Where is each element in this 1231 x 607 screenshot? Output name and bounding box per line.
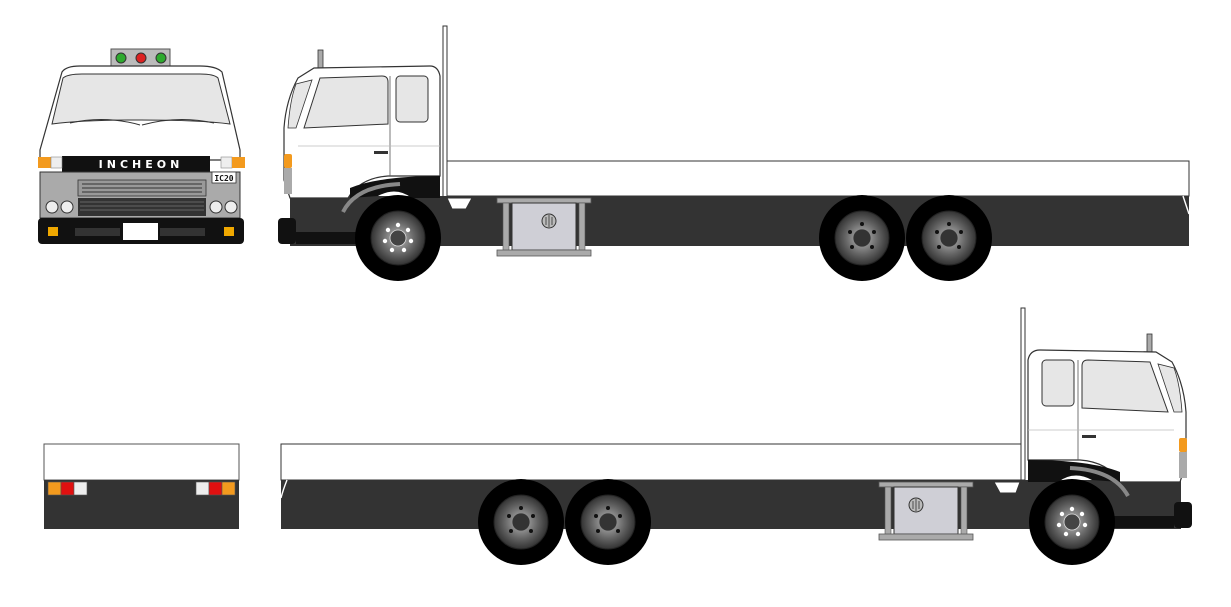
headlamp-left-inner xyxy=(60,200,74,214)
side-fender-highlight-left xyxy=(1069,466,1130,498)
fuel-tank-strap-left-a xyxy=(884,486,892,537)
side-step xyxy=(446,197,473,210)
rear-lamp-right-orange xyxy=(221,481,236,496)
exhaust-stack-left xyxy=(1146,333,1153,353)
exhaust-stack xyxy=(317,49,324,69)
front-lower-grille xyxy=(78,198,206,216)
rear-view-icon xyxy=(43,443,240,529)
rear-lamp-left-red xyxy=(60,481,75,496)
roof-lamp-right xyxy=(155,52,167,64)
front-plate xyxy=(123,223,158,240)
fuel-tank-strap-left xyxy=(502,202,510,253)
front-wheel-left-side xyxy=(1029,479,1115,565)
front-lower-slats xyxy=(80,201,204,211)
front-windshield xyxy=(51,73,231,125)
rear-wheel-1-right-side xyxy=(819,195,905,281)
rear-wheel-2-left-side xyxy=(565,479,651,565)
deck-rear-edge xyxy=(1182,195,1190,215)
side-windshield xyxy=(287,79,313,129)
side-windshield-left xyxy=(1157,363,1183,413)
front-view-icon: INCHEON IC20 xyxy=(38,48,245,244)
rear-lamp-right-white xyxy=(195,481,210,496)
front-indicator-right xyxy=(232,157,245,168)
headlamp-right-inner xyxy=(209,200,223,214)
front-bumper-vent xyxy=(75,228,120,236)
fuel-tank-base-left xyxy=(878,533,974,541)
fuel-tank-strap-right xyxy=(578,202,586,253)
side-door-window-left xyxy=(1081,359,1169,413)
front-fog-right xyxy=(224,227,234,236)
brand-badge: INCHEON xyxy=(99,158,184,171)
side-step-left xyxy=(993,481,1021,494)
fuel-tank-frame-left xyxy=(878,481,974,488)
side-door-handle xyxy=(374,151,388,154)
side-front-bumper-left xyxy=(1174,502,1192,528)
headboard-post-left xyxy=(1020,307,1026,481)
side-door-window xyxy=(303,75,389,129)
front-side-lamp-right xyxy=(220,156,233,169)
front-indicator-left xyxy=(38,157,51,168)
rear-body-upper xyxy=(43,443,240,481)
fuel-tank-strap-left-b xyxy=(960,486,968,537)
headlamp-right-outer xyxy=(224,200,238,214)
side-rear-window xyxy=(395,75,429,123)
fuel-tank-frame xyxy=(496,197,592,204)
left-side-view-icon xyxy=(280,307,1192,565)
front-wipers xyxy=(69,118,215,126)
headboard-post xyxy=(442,25,448,199)
side-cab-lower-left xyxy=(1028,460,1120,482)
side-fender-highlight xyxy=(341,182,401,213)
rear-lamp-right-red xyxy=(208,481,223,496)
front-grille-slats xyxy=(82,183,202,193)
side-front-bumper xyxy=(278,218,296,244)
side-grille-edge-left xyxy=(1179,452,1187,478)
side-door-handle-left xyxy=(1082,435,1096,438)
front-fog-left xyxy=(48,227,58,236)
front-wheel-right-side xyxy=(355,195,441,281)
front-brand-strip xyxy=(62,156,210,172)
side-cab-lower xyxy=(350,176,440,198)
side-bumper-step xyxy=(296,232,356,244)
rear-wheel-1-left-side xyxy=(478,479,564,565)
fuel-tank-base xyxy=(496,249,592,257)
model-badge-plate xyxy=(211,171,237,184)
side-grille-edge xyxy=(284,168,292,194)
rear-lamp-left-orange xyxy=(47,481,62,496)
side-bumper-step-left xyxy=(1114,516,1174,528)
fuel-tank-left xyxy=(893,486,959,535)
front-side-lamp-left xyxy=(50,156,63,169)
side-rear-window-left xyxy=(1041,359,1075,407)
side-front-indicator-left xyxy=(1179,438,1187,452)
flatbed-deck xyxy=(446,160,1190,197)
front-bumper-vent-2 xyxy=(160,228,205,236)
flatbed-deck-left xyxy=(280,443,1022,481)
right-side-view-icon xyxy=(278,25,1190,281)
headlamp-left-outer xyxy=(45,200,59,214)
rear-wheel-2-right-side xyxy=(906,195,992,281)
rear-lamp-left-white xyxy=(73,481,88,496)
roof-lamp-center xyxy=(135,52,147,64)
deck-rear-edge-left xyxy=(280,479,288,499)
side-front-indicator xyxy=(284,154,292,168)
roof-lamp-left xyxy=(115,52,127,64)
model-badge: IC20 xyxy=(214,174,233,183)
